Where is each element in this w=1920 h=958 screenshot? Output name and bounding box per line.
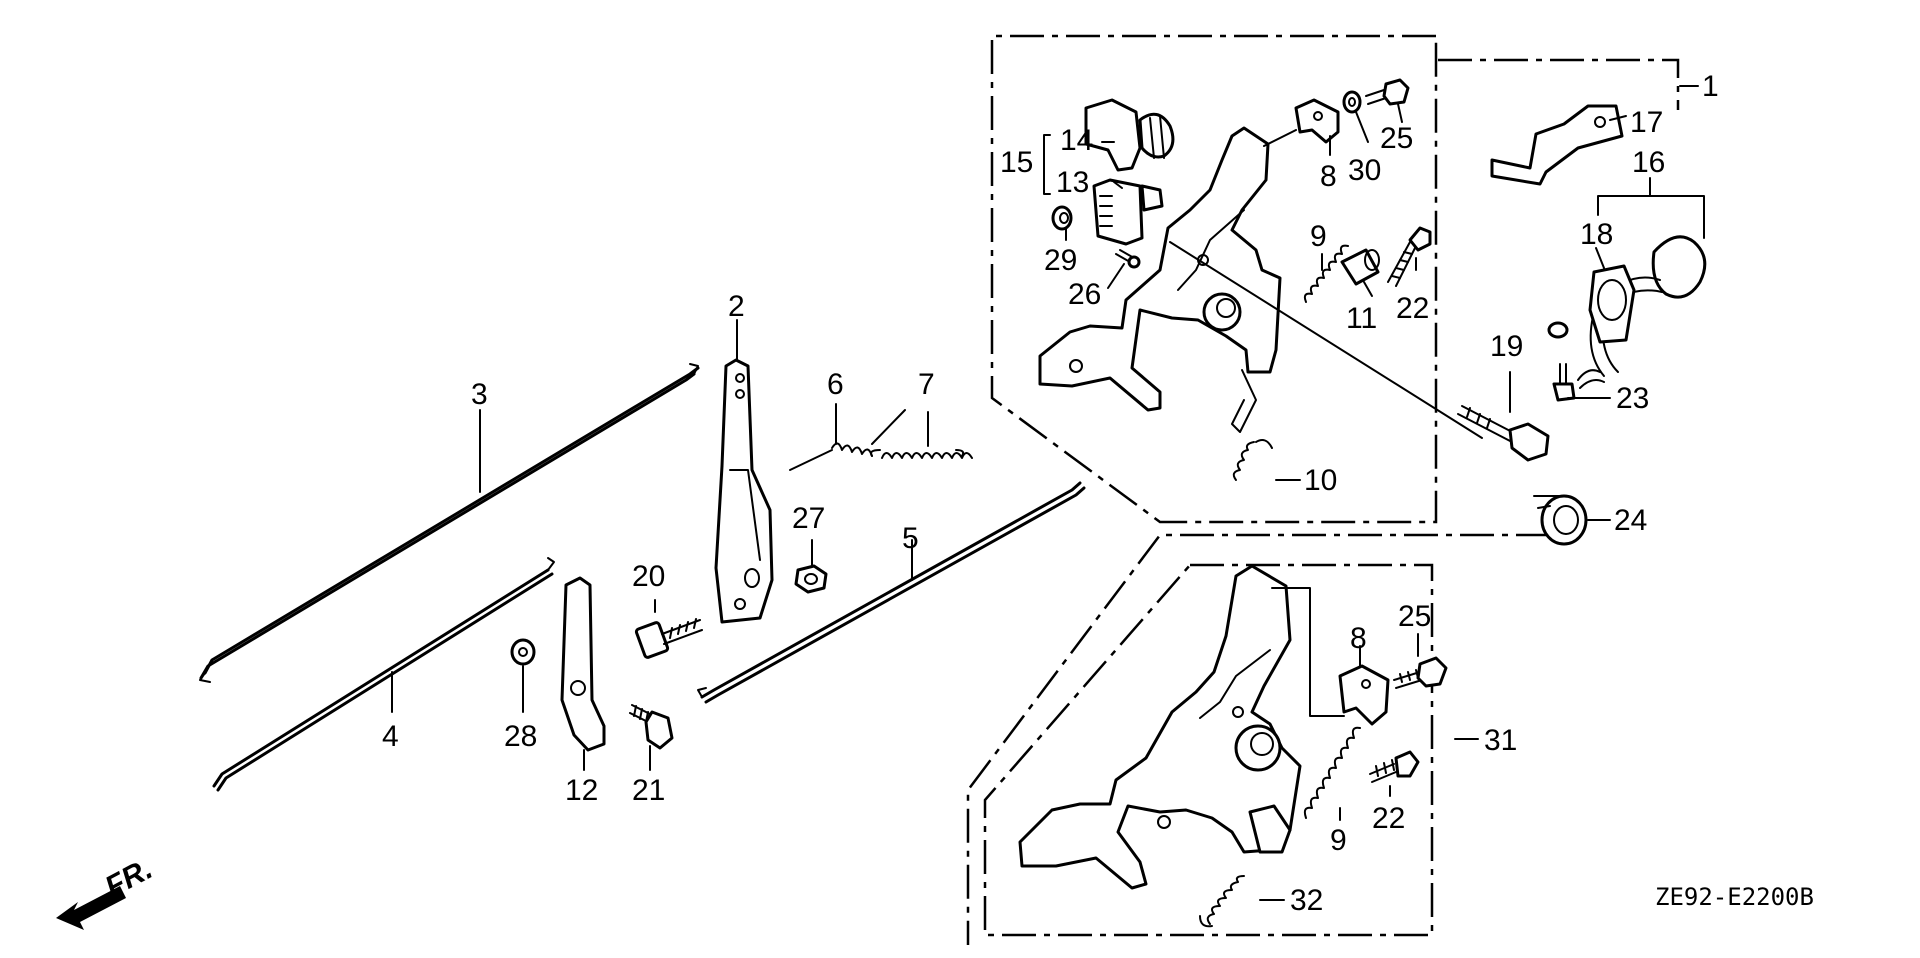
leader-19	[1169, 241, 1483, 439]
rod-5	[697, 481, 1086, 704]
diagram-code: ZE92-E2200B	[1655, 883, 1814, 911]
callout-22-upper: 22	[1396, 292, 1429, 325]
callout-9-upper: 9	[1310, 220, 1327, 253]
callout-18: 18	[1580, 218, 1613, 251]
nut-27	[794, 564, 828, 594]
screw-22-lower	[1369, 750, 1420, 783]
callout-26: 26	[1068, 278, 1101, 311]
bracket-8	[1294, 98, 1340, 144]
callout-labels: 1 2 3 4 5 6 7 8 8 9 9 10 11 12 13 14 15 …	[382, 70, 1719, 917]
callout-8-upper: 8	[1320, 160, 1337, 193]
collar-11	[1340, 248, 1380, 286]
leader-lines	[391, 103, 1705, 901]
spring-6	[789, 409, 906, 471]
callout-32: 32	[1290, 884, 1323, 917]
lever-12	[560, 576, 606, 752]
cap-14	[1084, 98, 1175, 172]
callout-16: 16	[1632, 146, 1665, 179]
callout-11: 11	[1346, 302, 1377, 335]
callout-30: 30	[1348, 154, 1381, 187]
callout-4: 4	[382, 720, 399, 753]
washer-30	[1342, 90, 1362, 114]
clip-24	[1533, 494, 1588, 546]
bolt-19	[1457, 405, 1550, 462]
spring-7	[870, 449, 973, 459]
callout-31: 31	[1484, 724, 1517, 757]
callout-29: 29	[1044, 244, 1077, 277]
callout-21: 21	[632, 774, 665, 807]
callout-19: 19	[1490, 330, 1523, 363]
callout-12: 12	[565, 774, 598, 807]
washer-28	[510, 638, 536, 666]
callout-20: 20	[632, 560, 665, 593]
rod-3	[199, 363, 700, 683]
callout-22-lower: 22	[1372, 802, 1405, 835]
callout-25-lower: 25	[1398, 600, 1431, 633]
callout-8-lower: 8	[1350, 622, 1367, 655]
bolt-20	[634, 618, 703, 659]
callout-24: 24	[1614, 504, 1647, 537]
front-direction-arrow: FR.	[56, 852, 158, 930]
clamp-18	[1588, 264, 1636, 344]
callout-5: 5	[902, 522, 919, 555]
spring-10	[1232, 439, 1273, 481]
spring-9-lower	[1303, 726, 1361, 819]
screw-26	[1115, 249, 1141, 269]
callout-28: 28	[504, 720, 537, 753]
bolt-21	[629, 704, 674, 750]
rod-4	[212, 557, 555, 792]
washer-29	[1051, 205, 1073, 231]
callout-17: 17	[1630, 106, 1663, 139]
assembly-31-frame	[966, 533, 1550, 945]
callout-9-lower: 9	[1330, 824, 1347, 857]
callout-25-upper: 25	[1380, 122, 1413, 155]
callout-27: 27	[792, 502, 825, 535]
callout-3: 3	[471, 378, 488, 411]
control-plate-31	[1018, 564, 1302, 890]
lever-2	[714, 358, 774, 624]
callout-2: 2	[728, 290, 745, 323]
assembly-1-frame	[990, 34, 1438, 524]
spring-9	[1303, 244, 1349, 303]
bracket-8-lower	[1338, 664, 1390, 726]
switch-13	[1092, 178, 1164, 246]
screw-25	[1365, 78, 1410, 106]
callout-23: 23	[1616, 382, 1649, 415]
callout-1: 1	[1702, 70, 1719, 103]
assembly-31-inner	[983, 563, 1434, 937]
callout-13: 13	[1056, 166, 1089, 199]
screw-25-lower	[1393, 656, 1448, 689]
callout-15: 15	[1000, 146, 1033, 179]
callout-6: 6	[827, 368, 844, 401]
spring-32	[1199, 875, 1245, 928]
callout-7: 7	[918, 368, 935, 401]
callout-10: 10	[1304, 464, 1337, 497]
stay-17	[1490, 104, 1624, 186]
assembly-1-boundary	[1438, 58, 1680, 110]
control-plate-1	[1038, 126, 1282, 433]
callout-14: 14	[1060, 124, 1093, 157]
screw-22	[1387, 226, 1432, 287]
